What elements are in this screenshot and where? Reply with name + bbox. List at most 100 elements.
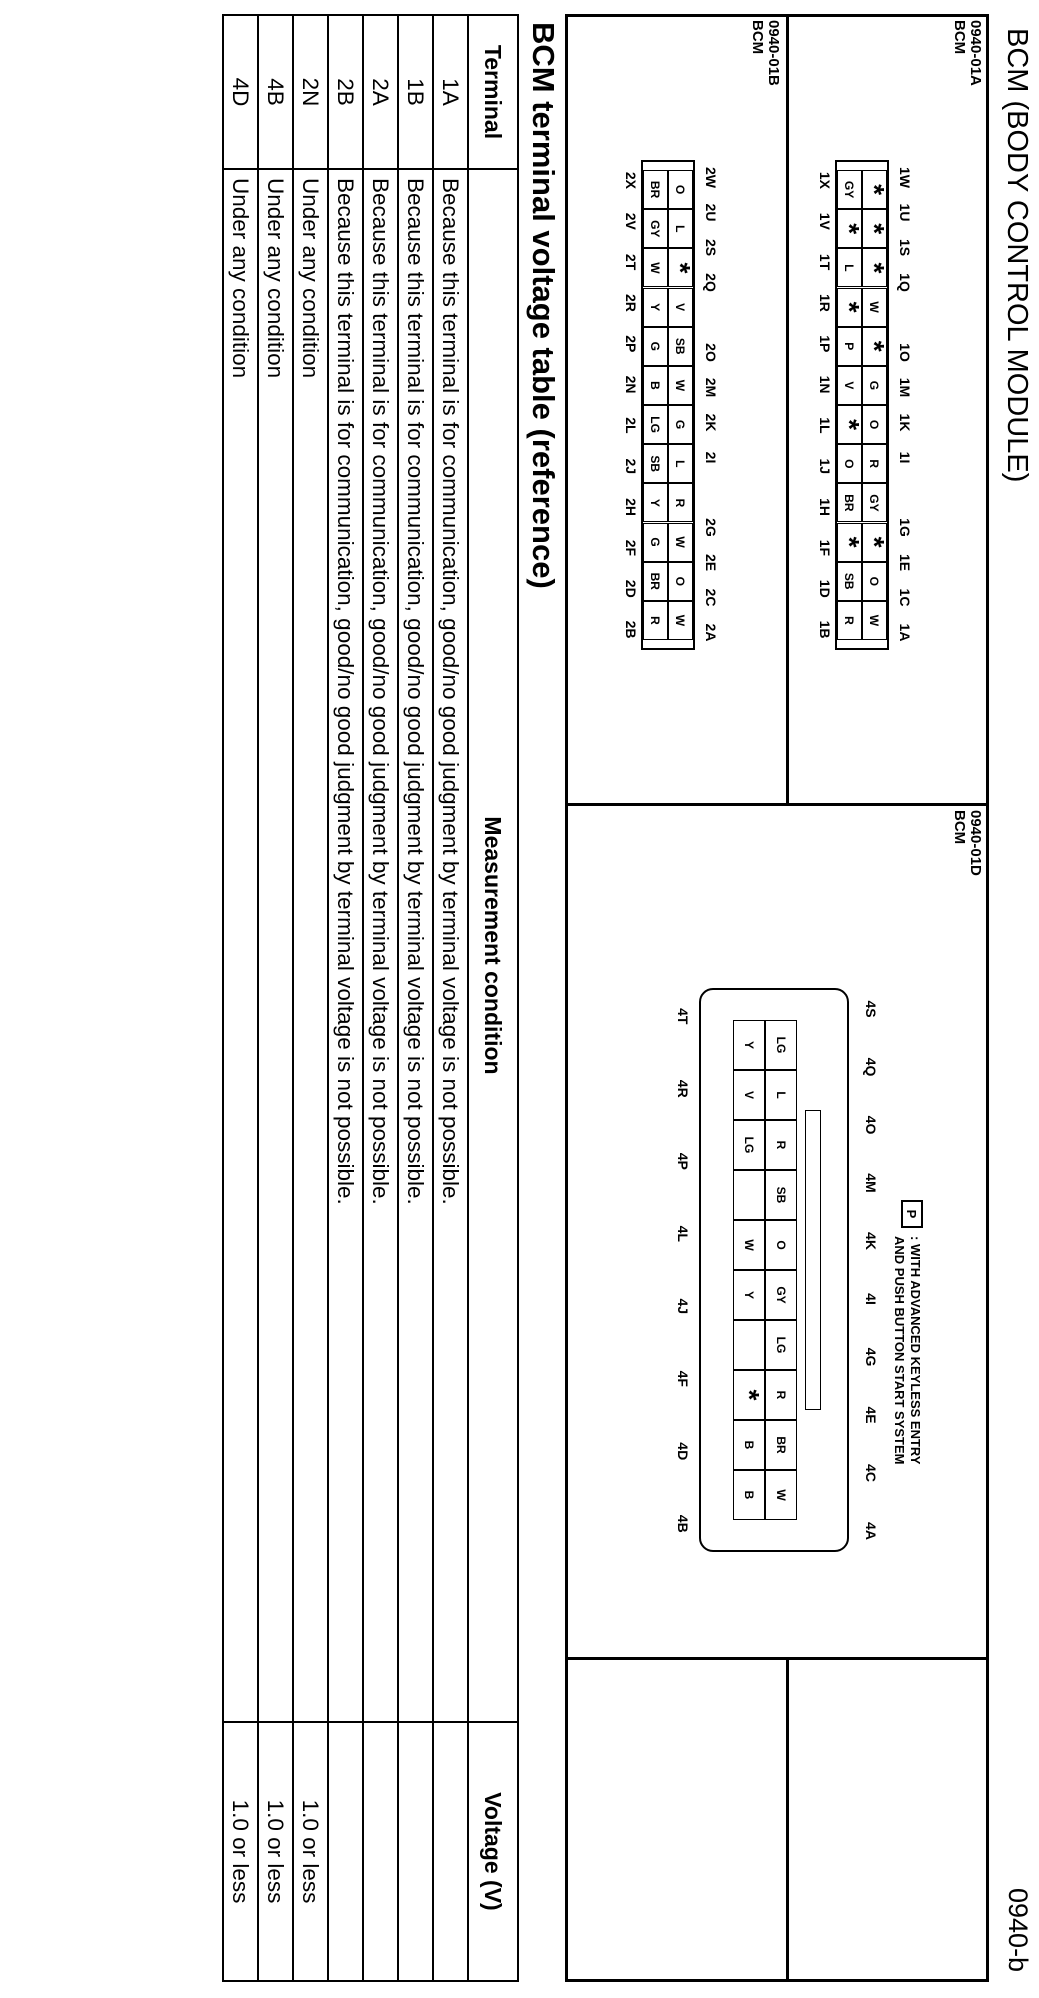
terminal-cell: LG xyxy=(643,405,668,445)
legend-p-symbol: P xyxy=(901,1200,923,1228)
pin-label: 1D xyxy=(817,579,833,598)
terminal-cell: L xyxy=(837,248,862,288)
page-title: BCM (BODY CONTROL MODULE) xyxy=(1001,28,1033,483)
terminal-cell: O xyxy=(862,561,887,601)
terminal-cell: * xyxy=(860,326,891,366)
pin-label: 4Q xyxy=(863,1057,879,1077)
legend-line-2: AND PUSH BUTTON START SYSTEM xyxy=(892,1236,907,1465)
pin-label: 2M xyxy=(703,377,719,398)
legend-line-1: : WITH ADVANCED KEYLESS ENTRY xyxy=(908,1236,923,1465)
terminal-cell: G xyxy=(643,326,668,366)
pin-label: 2D xyxy=(623,579,639,598)
pin-label: 2G xyxy=(703,518,719,537)
pin-label: 2U xyxy=(703,203,719,222)
pin-label: 2T xyxy=(623,253,639,271)
condition-cell: Because this terminal is for communicati… xyxy=(363,169,398,1722)
pin-label: 1L xyxy=(817,417,833,434)
terminal-cell: R xyxy=(837,600,862,640)
terminal-cell: W xyxy=(668,600,693,640)
terminal-cell: * xyxy=(835,522,866,562)
connector-01d-name: BCM xyxy=(951,810,968,845)
pin-label: 2X xyxy=(623,171,639,189)
connector-01d-code: 0940-01D xyxy=(967,810,984,876)
voltage-cell xyxy=(398,1722,433,1981)
terminal-cell: 2N xyxy=(293,15,328,169)
connector-01a-name: BCM xyxy=(951,20,968,55)
terminal-cell: V xyxy=(837,365,862,405)
pin-label: 2W xyxy=(703,167,719,188)
pin-label: 1W xyxy=(897,167,913,188)
pin-label: 1N xyxy=(817,375,833,394)
terminal-cell: 1B xyxy=(398,15,433,169)
terminal-cell: * xyxy=(835,287,866,327)
voltage-cell xyxy=(363,1722,398,1981)
terminal-cell: Y xyxy=(733,1270,765,1320)
pin-label: 1G xyxy=(897,518,913,537)
pin-label: 2S xyxy=(703,238,719,257)
terminal-cell: GY xyxy=(837,170,862,210)
panel-divider-v1 xyxy=(565,803,989,806)
terminal-cell: 2A xyxy=(363,15,398,169)
pin-label: 4L xyxy=(675,1225,691,1242)
terminal-cell: R xyxy=(765,1120,797,1170)
pin-label: 1I xyxy=(897,451,913,464)
pin-label: 2A xyxy=(703,623,719,642)
pin-label: 4F xyxy=(675,1370,691,1387)
pin-label: 4E xyxy=(863,1406,879,1424)
terminal-cell: W xyxy=(733,1220,765,1270)
terminal-cell: GY xyxy=(643,209,668,249)
pin-label: 2J xyxy=(623,458,639,475)
terminal-cell: B xyxy=(733,1470,765,1520)
pin-label: 4C xyxy=(863,1464,879,1482)
connector-01d-latch xyxy=(805,1110,821,1410)
pin-label: 1V xyxy=(817,212,833,230)
condition-cell: Because this terminal is for communicati… xyxy=(433,169,468,1722)
pin-label: 2K xyxy=(703,413,719,432)
terminal-cell xyxy=(733,1170,765,1220)
terminal-cell: * xyxy=(835,209,866,249)
terminal-cell: * xyxy=(835,405,866,445)
terminal-cell: * xyxy=(860,170,891,210)
pin-label: 2O xyxy=(703,343,719,362)
terminal-cell: * xyxy=(666,248,697,288)
pin-label: 4O xyxy=(863,1115,879,1135)
terminal-cell: L xyxy=(668,209,693,249)
terminal-cell: R xyxy=(668,483,693,523)
terminal-cell: B xyxy=(733,1420,765,1470)
pin-label: 4D xyxy=(675,1442,691,1461)
terminal-cell: P xyxy=(837,326,862,366)
pin-label: 2N xyxy=(623,375,639,394)
connector-01b-code: 0940-01B xyxy=(765,20,782,86)
terminal-cell: 1A xyxy=(433,15,468,169)
pin-label: 1K xyxy=(897,413,913,432)
condition-cell: Because this terminal is for communicati… xyxy=(398,169,433,1722)
terminal-cell: SB xyxy=(643,444,668,484)
terminal-cell: SB xyxy=(668,326,693,366)
terminal-cell: W xyxy=(643,248,668,288)
pin-label: 2Q xyxy=(703,273,719,292)
voltage-table-header-row: Terminal Measurement condition Voltage (… xyxy=(468,15,518,1981)
pin-label: 1P xyxy=(817,335,833,353)
pin-label: 1M xyxy=(897,377,913,398)
terminal-cell: L xyxy=(765,1070,797,1120)
panel-divider-h2 xyxy=(786,1657,789,1982)
pin-label: 1O xyxy=(897,343,913,362)
page-id: 0940-b xyxy=(1003,1888,1033,1973)
pin-label: 1S xyxy=(897,238,913,257)
pin-label: 1J xyxy=(817,458,833,475)
pin-label: 1X xyxy=(817,171,833,189)
terminal-cell: GY xyxy=(765,1270,797,1320)
pin-label: 1R xyxy=(817,293,833,312)
terminal-cell: O xyxy=(668,170,693,210)
pin-label: 1A xyxy=(897,623,913,642)
pin-label: 1H xyxy=(817,498,833,517)
condition-cell: Under any condition xyxy=(223,169,258,1722)
pin-label: 4R xyxy=(675,1079,691,1098)
pin-label: 4G xyxy=(863,1347,879,1367)
terminal-cell: O xyxy=(862,405,887,445)
terminal-cell: Y xyxy=(643,287,668,327)
pin-label: 2C xyxy=(703,588,719,607)
